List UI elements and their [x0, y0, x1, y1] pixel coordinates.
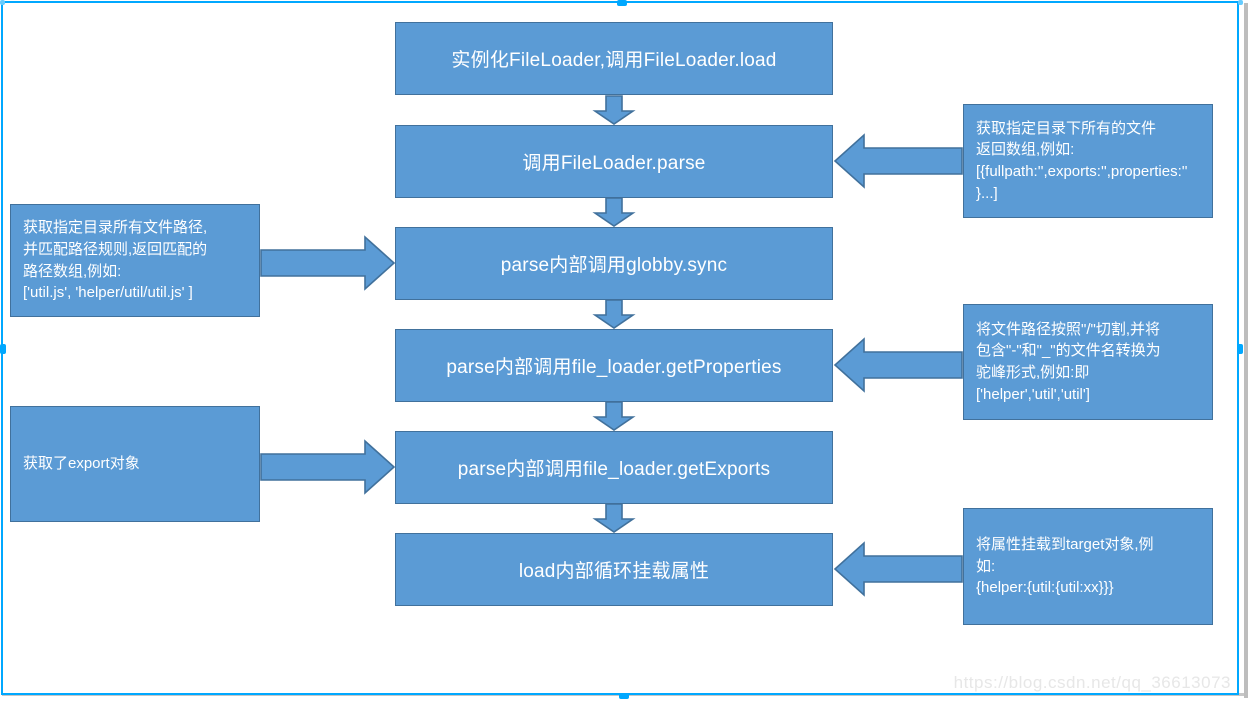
flow-step-call-parse: 调用FileLoader.parse — [395, 125, 833, 198]
arrow-down-icon — [592, 503, 636, 533]
watermark-url: https://blog.csdn.net/qq_36613073 — [953, 673, 1231, 692]
flow-step-get-exports: parse内部调用file_loader.getExports — [395, 431, 833, 504]
selection-handle-top-left[interactable] — [0, 0, 5, 5]
selection-handle-left[interactable] — [0, 344, 6, 354]
flow-step-get-properties: parse内部调用file_loader.getProperties — [395, 329, 833, 402]
arrow-left-icon — [833, 541, 963, 597]
note-get-all-files: 获取指定目录下所有的文件 返回数组,例如: [{fullpath:'',expo… — [963, 104, 1213, 218]
note-mount-to-target: 将属性挂载到target对象,例 如: {helper:{util:{util:… — [963, 508, 1213, 625]
selection-handle-bottom[interactable] — [619, 693, 629, 699]
arrow-down-icon — [592, 197, 636, 227]
note-text: 获取指定目录下所有的文件 返回数组,例如: [{fullpath:'',expo… — [976, 119, 1188, 202]
flow-step-instantiate-fileloader: 实例化FileLoader,调用FileLoader.load — [395, 22, 833, 95]
note-split-paths: 将文件路径按照"/"切割,并将 包含"-"和"_"的文件名转换为 驼峰形式,例如… — [963, 304, 1213, 420]
arrow-down-icon — [592, 299, 636, 329]
arrow-right-icon — [260, 235, 396, 291]
selection-handle-right[interactable] — [1237, 344, 1243, 354]
arrow-down-icon — [592, 401, 636, 431]
flow-step-globby-sync: parse内部调用globby.sync — [395, 227, 833, 300]
arrow-down-icon — [592, 95, 636, 125]
note-got-export-object: 获取了export对象 — [10, 406, 260, 522]
flow-step-load-mount-props: load内部循环挂载属性 — [395, 533, 833, 606]
arrow-left-icon — [833, 337, 963, 393]
window-edge-right — [1244, 3, 1248, 698]
arrow-left-icon — [833, 133, 963, 189]
note-text: 获取了export对象 — [23, 455, 140, 473]
selection-handle-top-right[interactable] — [1238, 0, 1243, 5]
note-text: 将文件路径按照"/"切割,并将 包含"-"和"_"的文件名转换为 驼峰形式,例如… — [976, 320, 1161, 403]
note-match-path-rules: 获取指定目录所有文件路径, 并匹配路径规则,返回匹配的 路径数组,例如: ['u… — [10, 204, 260, 317]
note-text: 获取指定目录所有文件路径, 并匹配路径规则,返回匹配的 路径数组,例如: ['u… — [23, 219, 208, 302]
selection-handle-top[interactable] — [617, 0, 627, 6]
arrow-right-icon — [260, 439, 396, 495]
note-text: 将属性挂载到target对象,例 如: {helper:{util:{util:… — [976, 535, 1154, 597]
